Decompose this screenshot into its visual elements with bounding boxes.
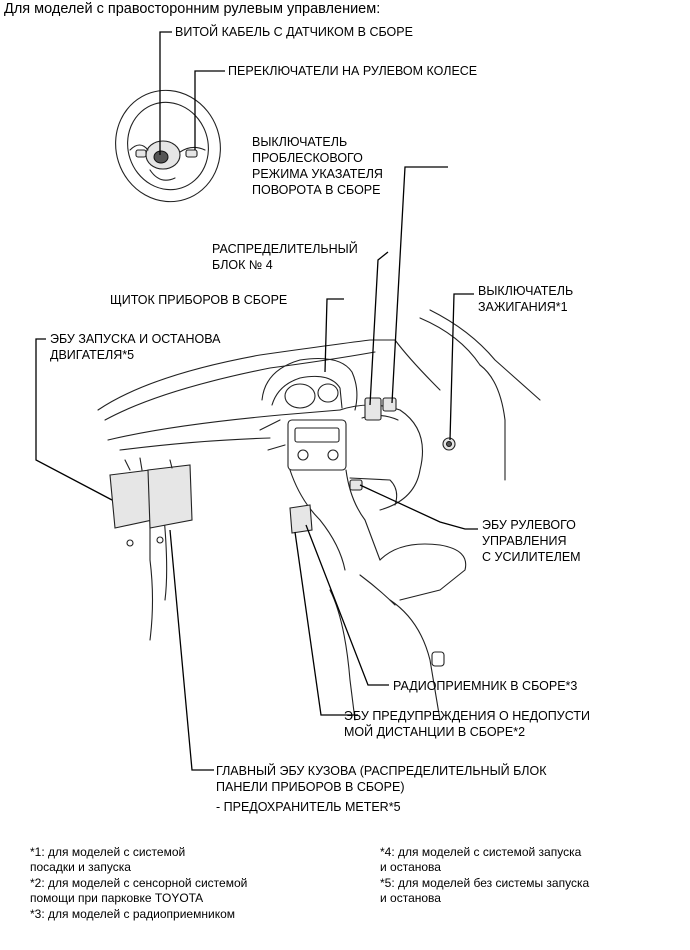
- label-junction-block: РАСПРЕДЕЛИТЕЛЬНЫЙ БЛОК № 4: [212, 242, 358, 272]
- label-clearance-ecu: ЭБУ ПРЕДУПРЕЖДЕНИЯ О НЕДОПУСТИ МОЙ ДИСТА…: [344, 709, 590, 739]
- label-engine-ecu: ЭБУ ЗАПУСКА И ОСТАНОВА ДВИГАТЕЛЯ*5: [50, 332, 221, 362]
- footnote-2: *2: для моделей с сенсорной системой пом…: [30, 876, 248, 905]
- steering-wheel-drawing: [115, 89, 221, 203]
- label-meter-fuse: - ПРЕДОХРАНИТЕЛЬ METER*5: [216, 800, 401, 814]
- footnote-4: *4: для моделей с системой запуска и ост…: [380, 845, 582, 874]
- label-hazard-switch: ВЫКЛЮЧАТЕЛЬ ПРОБЛЕСКОВОГО РЕЖИМА УКАЗАТЕ…: [252, 135, 383, 197]
- label-main-body-ecu: ГЛАВНЫЙ ЭБУ КУЗОВА (РАСПРЕДЕЛИТЕЛЬНЫЙ БЛ…: [216, 764, 547, 794]
- label-ignition-switch: ВЫКЛЮЧАТЕЛЬ ЗАЖИГАНИЯ*1: [478, 284, 574, 314]
- label-meter: ЩИТОК ПРИБОРОВ В СБОРЕ: [110, 293, 288, 307]
- label-radio: РАДИОПРИЕМНИК В СБОРЕ*3: [393, 679, 578, 693]
- footnote-1: *1: для моделей с системой посадки и зап…: [30, 845, 186, 874]
- dashboard-drawing: [97, 309, 541, 721]
- page-heading: Для моделей с правосторонним рулевым упр…: [4, 1, 381, 17]
- leader-lines: [35, 31, 478, 771]
- label-eps-ecu: ЭБУ РУЛЕВОГО УПРАВЛЕНИЯ С УСИЛИТЕЛЕМ: [482, 518, 581, 564]
- label-spiral-cable: ВИТОЙ КАБЕЛЬ С ДАТЧИКОМ В СБОРЕ: [175, 25, 413, 39]
- footnote-3: *3: для моделей с радиоприемником: [30, 907, 235, 921]
- label-steering-switches: ПЕРЕКЛЮЧАТЕЛИ НА РУЛЕВОМ КОЛЕСЕ: [228, 64, 478, 78]
- footnote-5: *5: для моделей без системы запуска и ос…: [380, 876, 590, 905]
